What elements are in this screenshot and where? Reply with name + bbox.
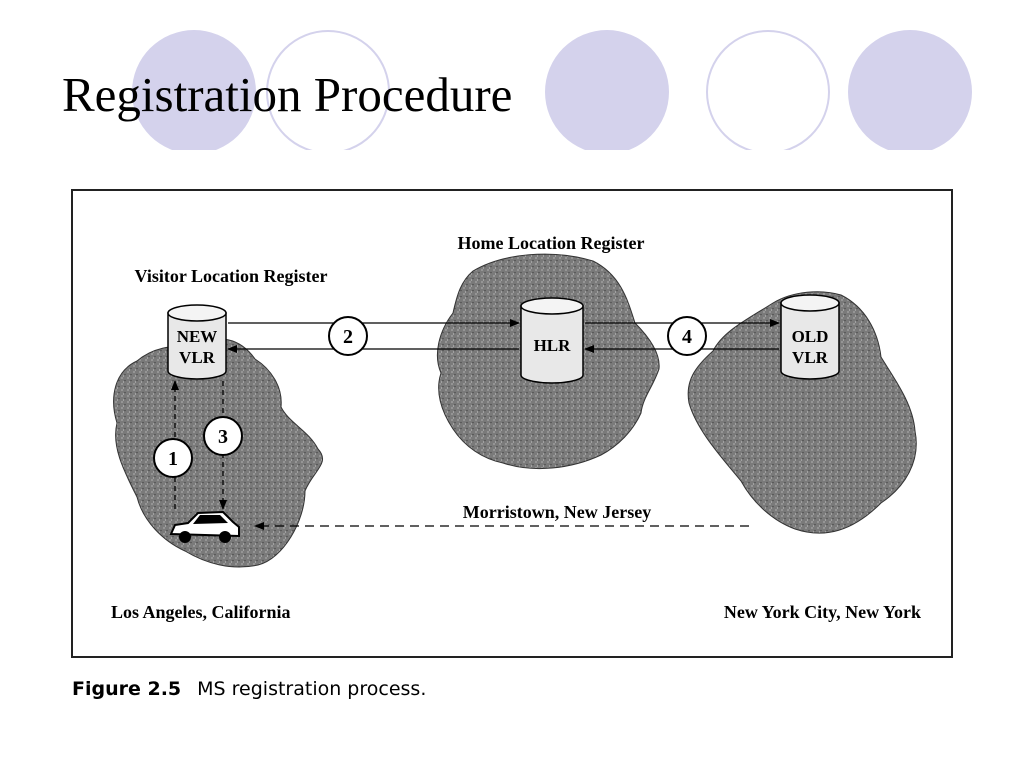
step-3-marker: 3 bbox=[203, 416, 243, 456]
new-york-label: New York City, New York bbox=[724, 602, 921, 622]
step-1-label: 1 bbox=[168, 448, 178, 470]
decor-circle bbox=[266, 30, 390, 150]
hlr-database bbox=[520, 297, 584, 384]
step-4-marker: 4 bbox=[667, 316, 707, 356]
vlr-heading: Visitor Location Register bbox=[135, 266, 328, 286]
figure-number: Figure 2.5 bbox=[72, 678, 182, 700]
los-angeles-label: Los Angeles, California bbox=[111, 602, 291, 622]
new-vlr-database bbox=[167, 304, 227, 380]
figure-frame: 2 4 1 3 NEW VLR HLR OLD VLR Visitor Loca… bbox=[71, 189, 953, 658]
cloud-new-york bbox=[687, 291, 917, 534]
old-vlr-database bbox=[780, 294, 840, 380]
old-vlr-label-line1: OLD bbox=[792, 327, 829, 346]
car-icon bbox=[169, 510, 240, 543]
step-2-marker: 2 bbox=[328, 316, 368, 356]
step-3-label: 3 bbox=[218, 426, 228, 448]
new-vlr-label-line2: VLR bbox=[179, 348, 216, 367]
decorative-circles bbox=[0, 0, 1024, 150]
step-2-label: 2 bbox=[343, 326, 353, 348]
new-vlr-label-line1: NEW bbox=[177, 327, 218, 346]
figure-caption: Figure 2.5 MS registration process. bbox=[72, 678, 426, 700]
hlr-heading: Home Location Register bbox=[458, 233, 645, 253]
decor-circle bbox=[132, 30, 256, 150]
step-4-label: 4 bbox=[682, 326, 692, 348]
hlr-label: HLR bbox=[534, 336, 572, 355]
registration-diagram: 2 4 1 3 NEW VLR HLR OLD VLR Visitor Loca… bbox=[111, 233, 921, 622]
slide-title: Registration Procedure bbox=[62, 67, 513, 122]
old-vlr-label-line2: VLR bbox=[792, 348, 829, 367]
step-1-marker: 1 bbox=[153, 438, 193, 478]
decor-circle bbox=[848, 30, 972, 150]
decor-circle bbox=[545, 30, 669, 150]
morristown-label: Morristown, New Jersey bbox=[463, 502, 651, 522]
decor-circle bbox=[706, 30, 830, 150]
figure-caption-text: MS registration process. bbox=[197, 678, 427, 700]
